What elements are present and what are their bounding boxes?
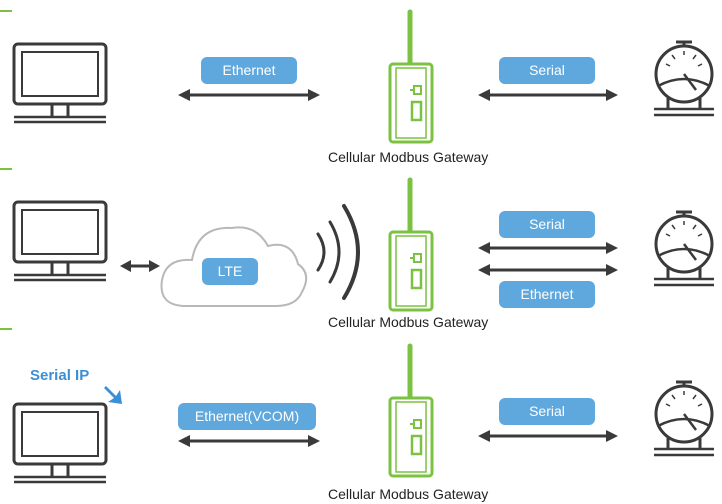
gateway-caption: Cellular Modbus Gateway xyxy=(328,486,489,502)
pointer-arrow-icon xyxy=(104,386,122,404)
pressure-gauge-icon xyxy=(652,40,716,117)
computer-monitor-icon xyxy=(12,42,108,124)
computer-monitor-icon xyxy=(12,200,108,282)
serial-label: Serial xyxy=(499,398,595,425)
ethernet-vcom-label: Ethernet(VCOM) xyxy=(178,403,316,430)
section-marker xyxy=(0,10,12,12)
gateway-caption: Cellular Modbus Gateway xyxy=(328,149,489,165)
double-arrow-monitor-cloud xyxy=(120,260,160,272)
ethernet-label: Ethernet xyxy=(499,281,595,308)
double-arrow-ethernet-vcom xyxy=(178,435,320,447)
cellular-gateway-icon xyxy=(390,12,432,142)
serial-label: Serial xyxy=(499,211,595,238)
ethernet-label: Ethernet xyxy=(201,57,297,84)
double-arrow-serial xyxy=(478,89,618,101)
pressure-gauge-icon xyxy=(652,210,716,287)
double-arrow-serial xyxy=(478,430,618,442)
gateway-caption: Cellular Modbus Gateway xyxy=(328,314,489,330)
wireless-signal-icon xyxy=(316,204,360,300)
cellular-gateway-icon xyxy=(390,346,432,476)
lte-label: LTE xyxy=(202,258,258,285)
cellular-gateway-icon xyxy=(390,180,432,310)
double-arrow-ethernet xyxy=(478,264,618,276)
pressure-gauge-icon xyxy=(652,380,716,457)
section-marker xyxy=(0,168,12,170)
computer-monitor-icon xyxy=(12,402,108,484)
cloud-icon xyxy=(160,226,308,307)
double-arrow-ethernet xyxy=(178,89,320,101)
serial-ip-note: Serial IP xyxy=(30,367,90,384)
double-arrow-serial xyxy=(478,242,618,254)
section-marker xyxy=(0,328,12,330)
serial-label: Serial xyxy=(499,57,595,84)
